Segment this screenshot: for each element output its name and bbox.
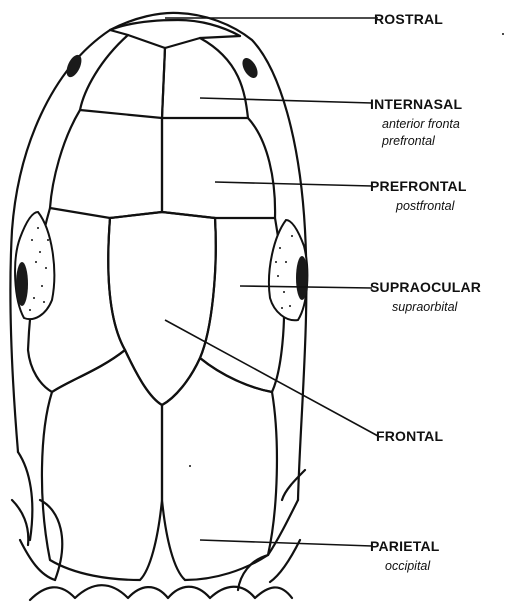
leader-internasal <box>200 98 372 103</box>
label-supraocular-alt: supraorbital <box>392 300 459 314</box>
bottom-scale-row <box>30 585 292 600</box>
label-frontal: FRONTAL <box>376 428 443 444</box>
internasal-right-scale <box>162 38 248 118</box>
internasal-left-scale <box>80 35 165 118</box>
label-internasal-alt-1: anterior fronta <box>382 117 460 131</box>
leader-parietal <box>200 540 372 546</box>
left-pupil-icon <box>16 262 28 306</box>
head-outline <box>10 13 306 500</box>
side-scales-left <box>12 452 55 580</box>
leader-supraocular <box>240 286 372 288</box>
right-pupil-icon <box>296 256 308 300</box>
parietal-left-scale <box>42 350 162 580</box>
leader-frontal <box>165 320 378 436</box>
label-internasal: INTERNASAL <box>370 96 462 112</box>
eye-stipple <box>29 227 293 311</box>
label-supraocular: SUPRAOCULAR <box>370 279 481 295</box>
parietal-right-scale <box>162 358 277 580</box>
prefrontal-right-scale <box>162 118 275 218</box>
speck <box>502 33 504 35</box>
label-rostral: ROSTRAL <box>374 11 443 27</box>
rostral-divide <box>110 30 240 48</box>
leader-prefrontal <box>215 182 372 186</box>
label-prefrontal-alt: postfrontal <box>395 199 456 213</box>
label-internasal-alt-2: prefrontal <box>381 134 436 148</box>
label-parietal: PARIETAL <box>370 538 440 554</box>
right-nostril-icon <box>239 55 260 80</box>
frontal-scale <box>108 212 216 405</box>
label-prefrontal: PREFRONTAL <box>370 178 467 194</box>
speck <box>189 465 191 467</box>
label-parietal-alt: occipital <box>385 559 431 573</box>
left-nostril-icon <box>63 53 84 80</box>
supraocular-right-scale <box>200 218 284 392</box>
prefrontal-left-scale <box>50 110 162 218</box>
